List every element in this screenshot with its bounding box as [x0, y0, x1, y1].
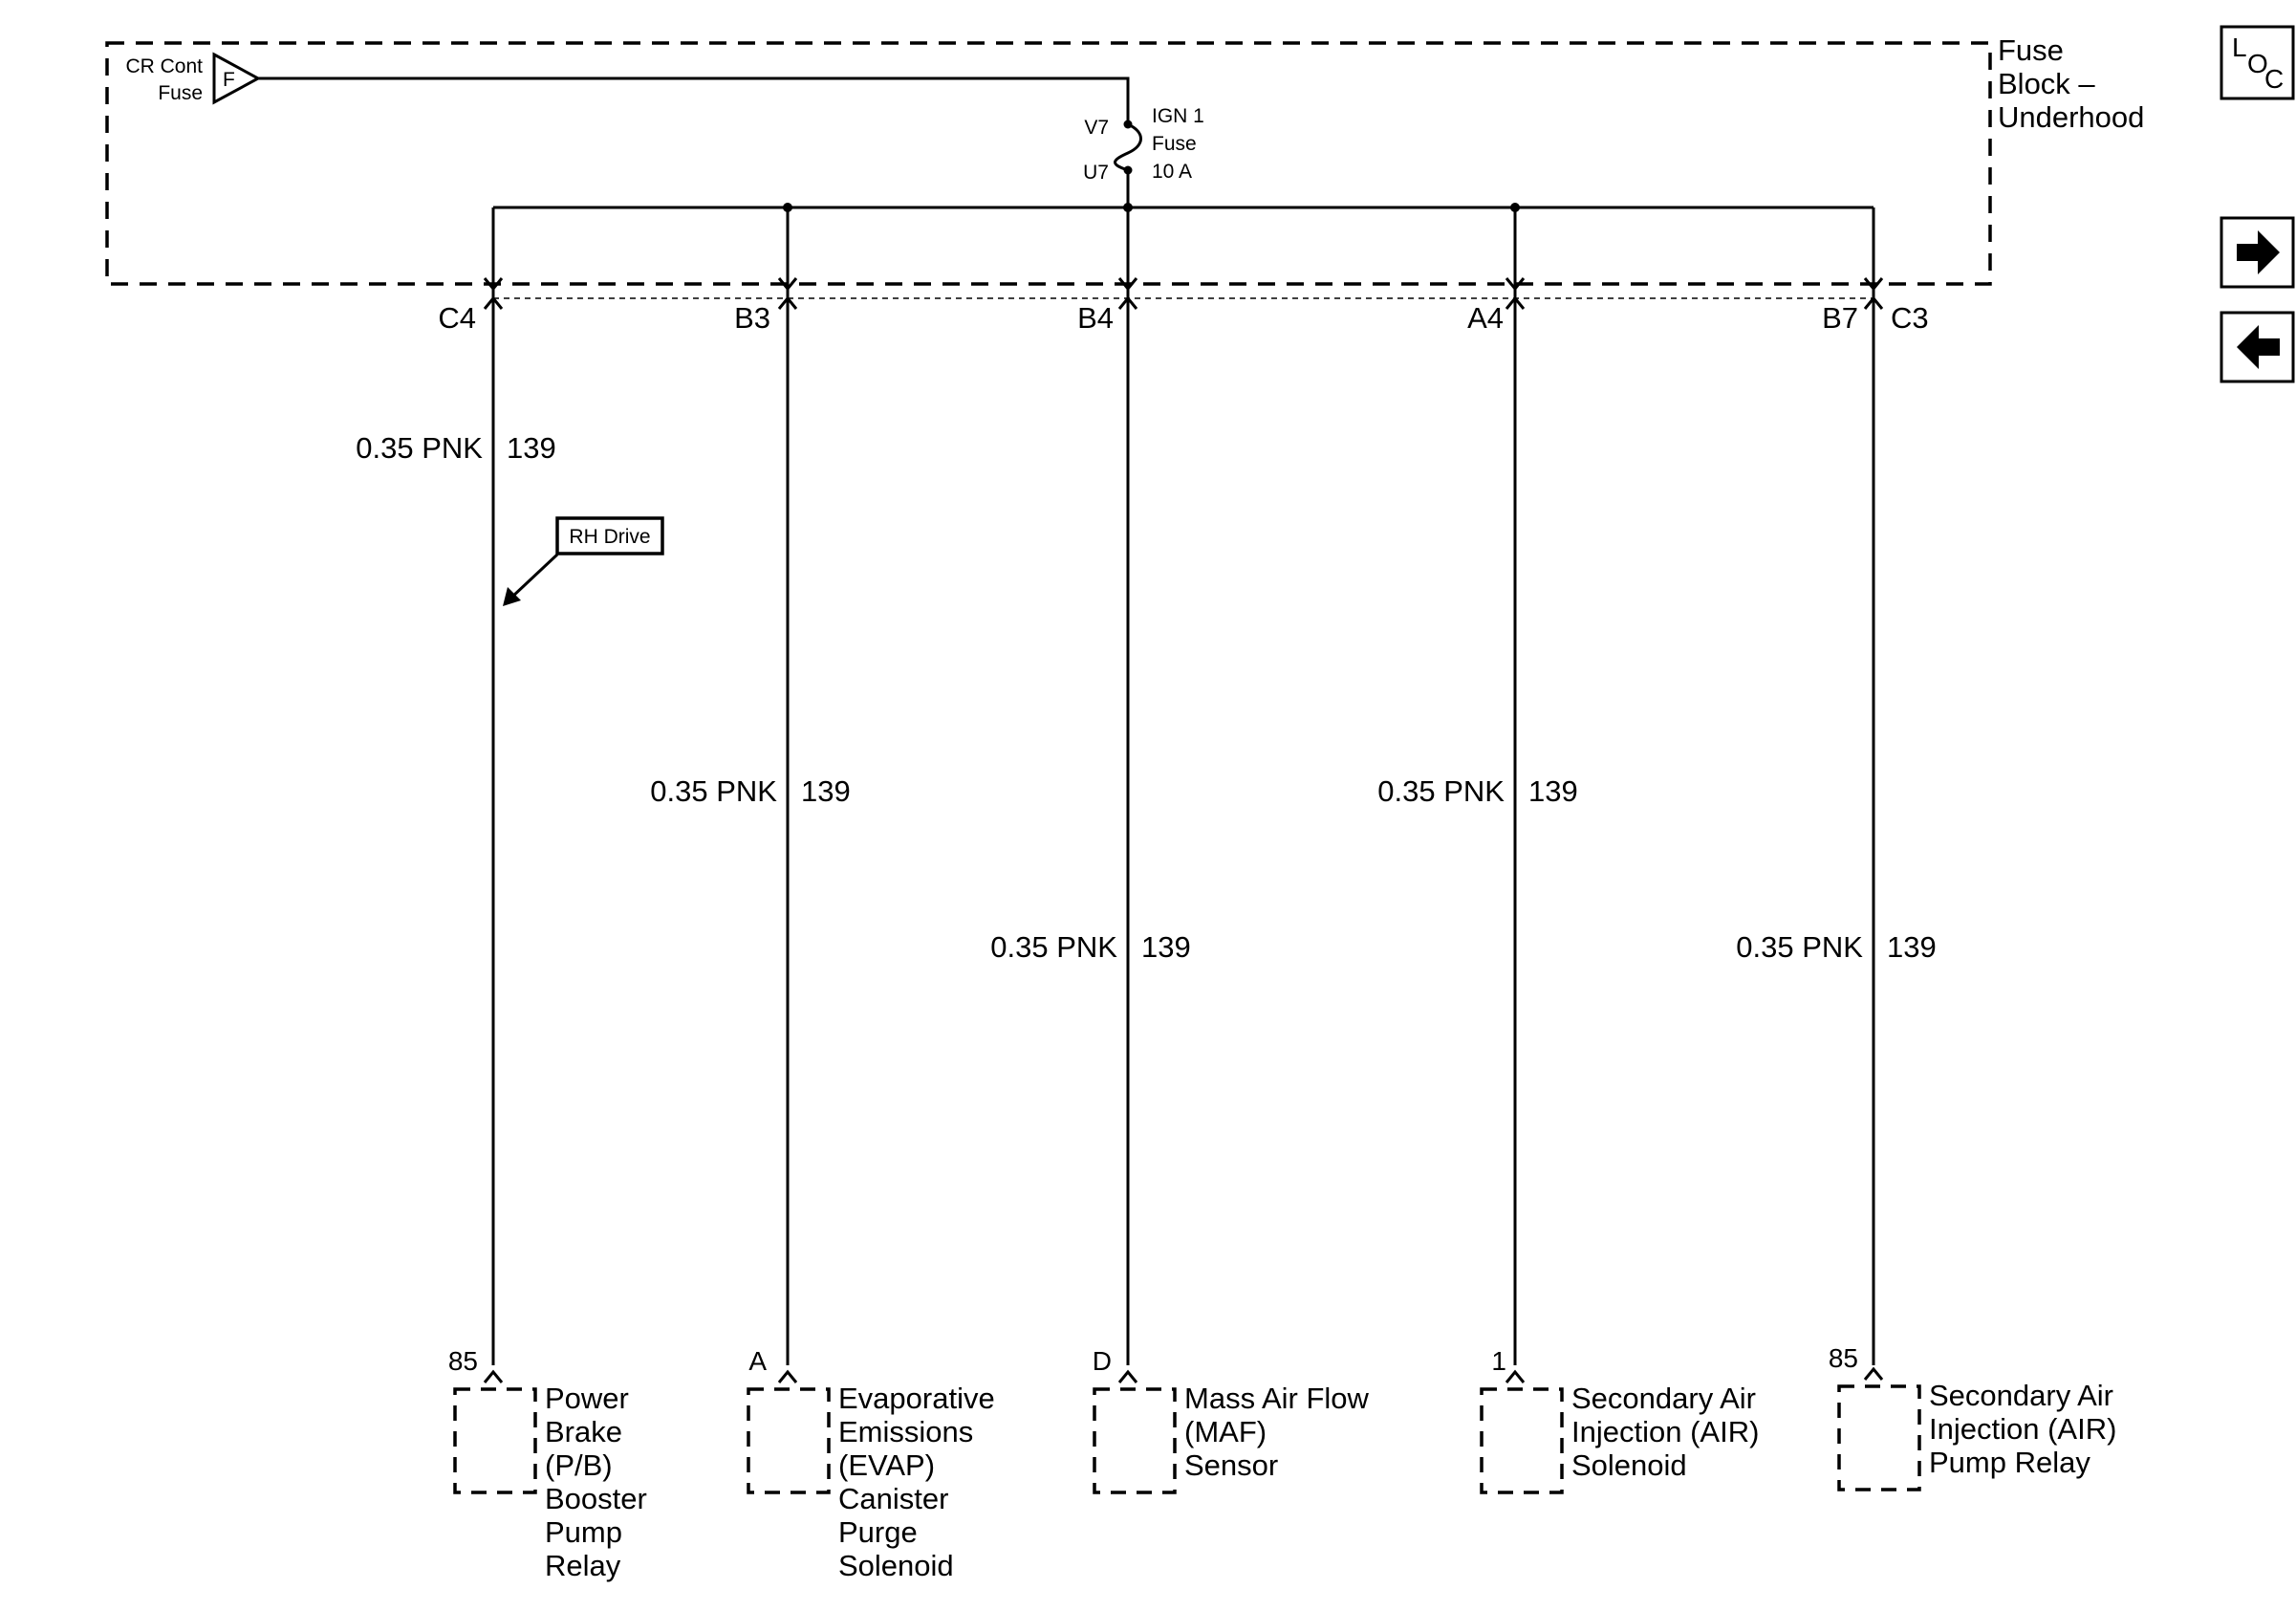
component-box — [453, 1387, 537, 1494]
component-label-line: Canister — [838, 1482, 948, 1515]
note-leader-line — [509, 553, 559, 599]
branch-air-pump-relay: B7 C3 0.35 PNK 139 85 Secondary Air Inje… — [1736, 207, 2116, 1491]
wire-circuit: 139 — [1141, 930, 1191, 964]
component-box — [1480, 1387, 1564, 1494]
fuse-block-label-line-1: Fuse — [1998, 33, 2064, 67]
connector-male-icon — [1117, 277, 1138, 292]
ign-fuse-label-line-3: 10 A — [1152, 161, 1192, 183]
fuse-connector-secondary-label: C3 — [1891, 301, 1929, 335]
component-label-line: Power — [545, 1382, 629, 1415]
cr-cont-fuse-flag-icon — [212, 52, 262, 105]
component-label-line: Brake — [545, 1415, 622, 1448]
component-label-line: Booster — [545, 1482, 647, 1515]
connector-female-icon — [1117, 295, 1138, 310]
connector-male-icon — [483, 277, 504, 292]
connector-female-icon — [777, 295, 798, 310]
component-label-line: Sensor — [1184, 1448, 1278, 1482]
wire-circuit: 139 — [801, 774, 851, 808]
component-label-line: Evaporative — [838, 1382, 995, 1415]
component-terminal-label: A — [748, 1346, 767, 1376]
component-label-line: (P/B) — [545, 1448, 613, 1482]
component-box — [1093, 1387, 1177, 1494]
feed-wire — [258, 76, 1130, 124]
cr-cont-fuse-label-line-2: Fuse — [158, 82, 203, 104]
loc-letter-c: C — [2264, 64, 2284, 94]
fuse-block-label-line-2: Block – — [1998, 67, 2095, 100]
component-label-line: Mass Air Flow — [1184, 1382, 1370, 1415]
arrow-right-icon — [2237, 230, 2280, 274]
wire-circuit: 139 — [1528, 774, 1578, 808]
wire-size-color: 0.35 PNK — [356, 431, 483, 465]
component-label-line: Pump — [545, 1515, 622, 1549]
component-label-line: Injection (AIR) — [1929, 1412, 2116, 1446]
fuse-connector-label: B4 — [1077, 301, 1114, 335]
component-label-line: Secondary Air — [1929, 1379, 2113, 1412]
rh-drive-note-box — [555, 516, 664, 555]
component-label-line: Secondary Air — [1571, 1382, 1756, 1415]
connector-male-icon — [1505, 277, 1526, 292]
component-label-line: Relay — [545, 1549, 621, 1582]
wire-size-color: 0.35 PNK — [1736, 930, 1863, 964]
loc-button-frame[interactable] — [2220, 25, 2295, 100]
component-label-line: Solenoid — [838, 1549, 954, 1582]
branch-air-solenoid: A4 0.35 PNK 139 1 Secondary Air Injectio… — [1377, 207, 1759, 1494]
component-connector-icon — [483, 1369, 504, 1383]
cr-cont-fuse: CR Cont Fuse F — [125, 52, 262, 105]
note-arrow-icon — [503, 587, 521, 606]
prev-button[interactable] — [2220, 311, 2295, 383]
component-terminal-label: 85 — [448, 1346, 478, 1376]
fuse-connector-label: B3 — [734, 301, 770, 335]
wire-size-color: 0.35 PNK — [990, 930, 1117, 964]
component-box — [747, 1387, 831, 1494]
fuse-connector-label: B7 — [1822, 301, 1858, 335]
rh-drive-note: RH Drive — [569, 526, 650, 548]
connector-male-icon — [777, 277, 798, 292]
fuse-block-label: Fuse Block – Underhood — [1998, 33, 2144, 134]
component-box — [1837, 1384, 1921, 1491]
ign-fuse-bottom-terminal-label: U7 — [1083, 162, 1109, 184]
next-button[interactable] — [2220, 216, 2295, 289]
component-terminal-label: D — [1093, 1346, 1112, 1376]
arrow-left-icon — [2237, 325, 2280, 369]
component-label-line: Pump Relay — [1929, 1446, 2090, 1479]
loc-letter-l: L — [2232, 33, 2247, 62]
component-label-line: (MAF) — [1184, 1415, 1267, 1448]
cr-cont-fuse-label-line-1: CR Cont — [125, 55, 203, 77]
branch-evap-solenoid: B3 0.35 PNK 139 A Evaporative Emissions … — [650, 207, 995, 1582]
ign-fuse: V7 U7 IGN 1 Fuse 10 A — [1083, 105, 1204, 184]
ign-fuse-label-line-1: IGN 1 — [1152, 105, 1204, 127]
component-label-line: Solenoid — [1571, 1448, 1687, 1482]
loc-button[interactable]: L O C — [2220, 25, 2295, 100]
wire-circuit: 139 — [507, 431, 556, 465]
connector-female-icon — [483, 295, 504, 310]
branch-power-brake: C4 0.35 PNK 139 RH Drive 85 Power Brake … — [356, 207, 664, 1582]
connector-female-icon — [1863, 295, 1884, 310]
component-terminal-label: 85 — [1829, 1343, 1858, 1373]
component-connector-icon — [1863, 1366, 1884, 1381]
loc-letter-o: O — [2247, 49, 2268, 78]
component-label-line: Purge — [838, 1515, 918, 1549]
fuse-connector-label: C4 — [438, 301, 476, 335]
wire-size-color: 0.35 PNK — [650, 774, 777, 808]
component-label-line: (EVAP) — [838, 1448, 935, 1482]
wire-circuit: 139 — [1887, 930, 1937, 964]
fuse-element-icon — [1114, 122, 1142, 172]
component-connector-icon — [1117, 1369, 1138, 1383]
component-label-line: Injection (AIR) — [1571, 1415, 1759, 1448]
ign-fuse-label-line-2: Fuse — [1152, 133, 1197, 155]
cr-cont-fuse-symbol: F — [223, 69, 235, 91]
component-connector-icon — [777, 1369, 798, 1383]
connector-female-icon — [1505, 295, 1526, 310]
branch-maf-sensor: B4 0.35 PNK 139 D Mass Air Flow (MAF) Se… — [990, 207, 1370, 1494]
fuse-connector-label: A4 — [1467, 301, 1504, 335]
wire-size-color: 0.35 PNK — [1377, 774, 1505, 808]
component-label-line: Emissions — [838, 1415, 973, 1448]
component-terminal-label: 1 — [1491, 1346, 1506, 1376]
component-connector-icon — [1505, 1369, 1526, 1383]
connector-male-icon — [1863, 277, 1884, 292]
ign-fuse-top-terminal-label: V7 — [1084, 117, 1109, 139]
fuse-block-label-line-3: Underhood — [1998, 100, 2144, 134]
